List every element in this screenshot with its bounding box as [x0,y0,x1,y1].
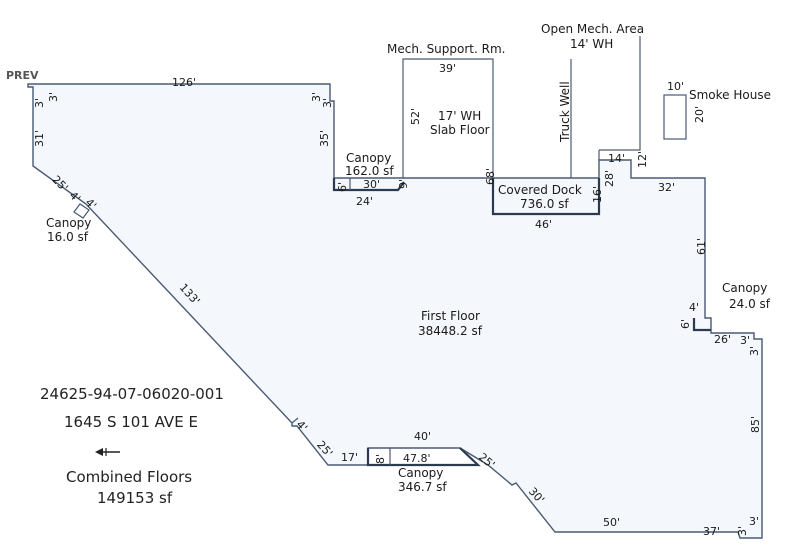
dim-3-b: 3' [47,92,60,102]
dim-16: 16' [591,186,604,203]
covered-dock-shape [491,178,601,216]
dim-3-c: 3' [310,92,323,102]
open-mech-area-shape [599,36,641,151]
dim-top-126: 126' [172,76,196,89]
dim-3-right-b: 3' [736,526,749,536]
covered-dock-sf: 736.0 sf [520,197,569,211]
dim-8: 8' [374,454,387,464]
dim-6-top: 6' [336,182,349,192]
dim-52: 52' [409,108,422,125]
dim-39: 39' [439,62,456,75]
smoke-house-label: Smoke House [689,88,771,102]
dim-47-8: 47.8' [403,452,431,465]
mech-support-room-shape [402,58,494,178]
dim-85: 85' [749,416,762,433]
dim-32: 32' [658,181,675,194]
canopy-right-shape [692,318,711,332]
dim-35: 35' [318,130,331,147]
dim-17: 17' [341,451,358,464]
slab-floor-label: Slab Floor [430,123,490,137]
dim-3-right-extra: 3' [748,346,761,356]
dim-3-a: 3' [33,98,46,108]
covered-dock-label: Covered Dock [498,183,582,197]
dim-3-d: 3' [321,98,334,108]
dim-10: 10' [667,80,684,93]
parcel-number: 24625-94-07-06020-001 [40,385,224,403]
dim-14: 14' [608,152,625,165]
dim-3-right-c: 3' [749,515,759,528]
first-floor-label: First Floor [421,309,480,323]
dim-9: 9' [397,179,410,189]
canopy-right-label: Canopy [722,281,767,295]
property-address: 1645 S 101 AVE E [64,413,198,431]
canopy-left-shape [73,203,90,219]
canopy-left-sf: 16.0 sf [47,230,89,244]
dim-24: 24' [356,195,373,208]
canopy-top-shape [332,178,405,192]
truck-well-label: Truck Well [558,81,572,143]
dim-12: 12' [636,151,649,168]
canopy-left-label: Canopy [46,216,91,230]
smoke-house-shape [663,94,687,140]
notch-lower-left [291,417,299,424]
dim-26: 26' [714,333,731,346]
dim-28: 28' [603,170,616,187]
dim-68: 68' [484,168,497,185]
dim-30-top: 30' [363,178,380,191]
first-floor-sf: 38448.2 sf [418,324,483,338]
dim-46: 46' [535,218,552,231]
dim-31: 31' [33,130,46,147]
dim-61: 61' [695,238,708,255]
combined-floors-sf: 149153 sf [97,489,173,507]
canopy-top-label: Canopy [346,151,391,165]
prev-label: PREV [6,69,39,82]
mech-support-label: Mech. Support. Rm. [387,42,505,56]
canopy-bottom-shape [366,447,481,467]
canopy-top-sf: 162.0 sf [345,164,394,178]
dim-3-right-a: 3' [740,334,750,347]
dim-50: 50' [603,516,620,529]
dim-40: 40' [414,430,431,443]
dim-4-right: 4' [689,301,699,314]
open-mech-area-label: Open Mech. Area [541,22,644,36]
wh17-label: 17' WH [438,109,481,123]
canopy-bottom-sf: 346.7 sf [398,480,447,494]
combined-floors-label: Combined Floors [66,468,192,486]
canopy-right-sf: 24.0 sf [729,297,771,311]
dim-6-right: 6' [679,319,692,329]
first-floor-outline [27,83,763,539]
canopy-bottom-label: Canopy [398,466,443,480]
dim-37: 37' [703,525,720,538]
open-mech-wh-label: 14' WH [570,37,613,51]
dim-20: 20' [693,106,706,123]
north-arrow-icon [95,448,120,456]
